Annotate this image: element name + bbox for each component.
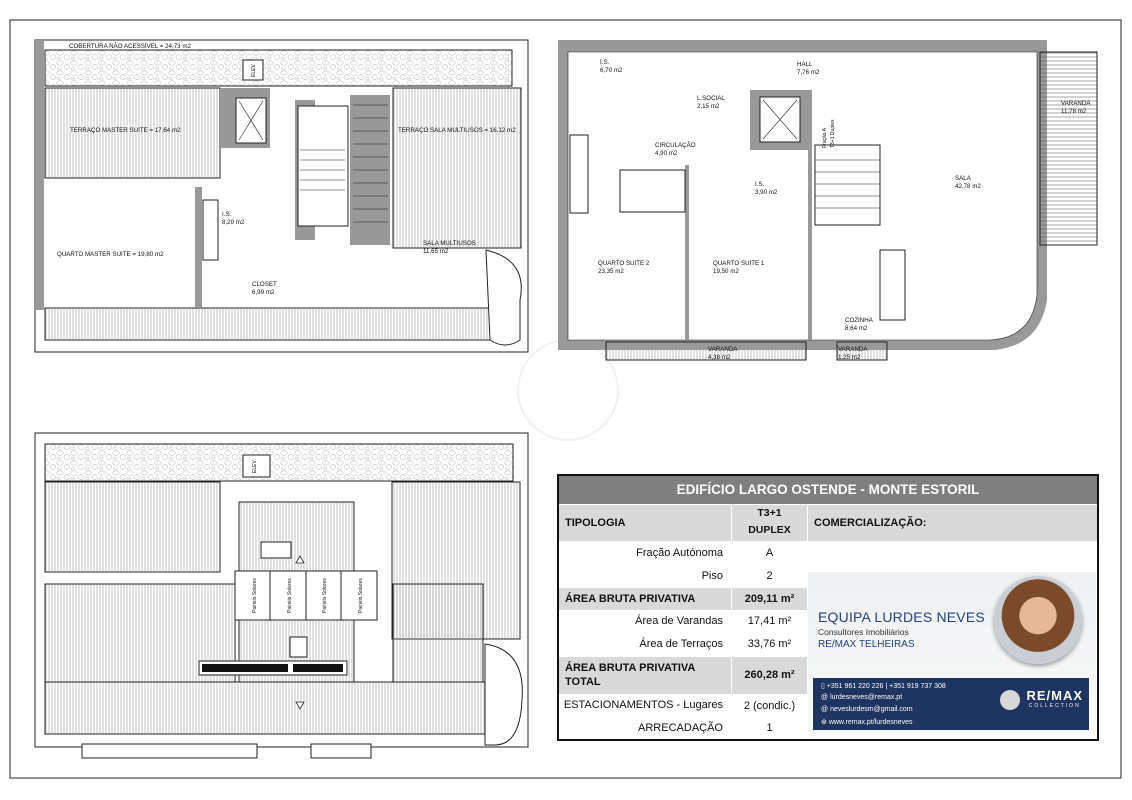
up-arrow-icon: [295, 555, 305, 564]
label-circulacao-name: CIRCULAÇÃO: [655, 142, 696, 149]
phone-numbers: +351 961 220 226 | +351 919 737 308: [826, 683, 946, 690]
solar-panels: Painéis Solares Painéis Solares Painéis …: [234, 570, 378, 621]
row-value: 2 (condic.): [743, 699, 796, 712]
row-value: 1: [766, 722, 773, 734]
row-label: Piso: [701, 569, 723, 582]
row-label: ARRECADAÇÃO: [638, 722, 723, 734]
row-label: Área de Terraços: [639, 637, 723, 650]
main-floor-plan: I.S. 6,70 m2 HALL 7,76 m2 L.SOCIAL 2,15 …: [558, 40, 1098, 361]
label-varanda2-area: 4,38 m2: [708, 354, 731, 361]
agent-subtitle: Consultores Imobiliários: [818, 627, 909, 637]
roof-plan: ELEV. Painéis Solares Painéis Solares Pa…: [34, 432, 529, 759]
website-link[interactable]: www.remax.pt/lurdesneves: [828, 719, 913, 726]
label-solar-panel: Painéis Solares: [287, 578, 293, 613]
label-sala-multiusos-name: SALA MULTIUSOS: [423, 240, 476, 247]
down-arrow-icon: [295, 701, 305, 710]
globe-icon: ⊕: [821, 719, 829, 726]
label-solar-panel: Painéis Solares: [322, 578, 328, 613]
contact-panel: ▯ +351 961 220 226 | +351 919 737 308 @ …: [813, 678, 1089, 730]
logo-title: RE/MAX: [1026, 688, 1083, 703]
label-terraco-sala: TERRAÇO SALA MULTIUSOS = 16,12 m2: [398, 127, 516, 134]
label-is2-area: 3,90 m2: [755, 189, 778, 196]
logo-subtitle: COLLECTION: [1028, 703, 1081, 709]
table-title: EDIFÍCIO LARGO OSTENDE - MONTE ESTORIL: [559, 476, 1097, 504]
agent-office: RE/MAX TELHEIRAS: [818, 639, 915, 650]
agent-business-card: EQUIPA LURDES NEVES Consultores Imobiliá…: [808, 572, 1096, 737]
label-q2-name: QUARTO SUITE 2: [598, 260, 650, 267]
tipologia-label: TIPOLOGIA: [559, 505, 731, 541]
row-value: 17,41 m²: [747, 615, 792, 627]
label-is-name: I.S.: [222, 211, 232, 218]
tipologia-value-2: DUPLEX: [748, 524, 791, 536]
email-2[interactable]: neveslurdesm@gmail.com: [830, 706, 913, 713]
label-varanda3-name: VARANDA: [838, 346, 868, 353]
label-elev-roof: ELEV.: [252, 459, 258, 473]
label-q2-area: 23,35 m2: [598, 268, 624, 275]
label-circulacao-area: 4,90 m2: [655, 150, 678, 157]
email-icon: @: [821, 694, 831, 701]
sheet-border: [9, 19, 1122, 779]
agent-team-name: EQUIPA LURDES NEVES: [818, 609, 985, 625]
label-closet-area: 6,99 m2: [252, 289, 275, 296]
label-varanda2-name: VARANDA: [708, 346, 738, 353]
label-cobertura: COBERTURA NÃO ACESSÍVEL = 24,73 m2: [69, 43, 191, 50]
label-solar-panel: Painéis Solares: [358, 578, 364, 613]
row-value: 33,76 m²: [747, 637, 792, 650]
label-solar-panel: Painéis Solares: [252, 578, 258, 613]
agent-photo: [994, 576, 1082, 664]
elevator-roof-box: [242, 59, 264, 81]
row-value: 209,11 m²: [732, 587, 807, 610]
row-value: 260,28 m²: [732, 656, 807, 694]
row-label: Área de Varandas: [635, 615, 723, 627]
label-varanda1-area: 11,78 m2: [1061, 108, 1087, 115]
label-lsocial-name: L.SOCIAL: [697, 95, 725, 102]
label-is1-name: I.S.: [600, 59, 610, 66]
label-sala-area: 42,78 m2: [955, 183, 981, 190]
remax-watermark: [517, 339, 619, 441]
label-is-area: 8,20 m2: [222, 219, 245, 226]
row-value: 2: [766, 569, 773, 582]
label-is1-area: 6,70 m2: [600, 67, 623, 74]
email-icon: @: [821, 706, 831, 713]
label-q1-area: 19,50 m2: [713, 268, 739, 275]
remax-collection-logo: RE/MAX COLLECTION: [1000, 688, 1083, 710]
label-cozinha-area: 8,64 m2: [845, 325, 868, 332]
upper-floor-plan: ELEV. COBERTURA NÃO ACESSÍVEL = 24,73 m2…: [34, 39, 529, 353]
label-varanda3-area: 1,25 m2: [838, 354, 861, 361]
label-elev-upper: ELEV.: [251, 63, 257, 77]
label-varanda1-name: VARANDA: [1061, 100, 1091, 107]
label-quarto-master: QUARTO MASTER SUITE = 19,80 m2: [57, 251, 164, 258]
label-closet-name: CLOSET: [252, 281, 277, 288]
row-label: ÁREA BRUTA PRIVATIVA: [559, 587, 731, 610]
email-1[interactable]: lurdesneves@remax.pt: [830, 694, 903, 701]
label-fracao-line2: T3+1 Duplex: [830, 119, 836, 148]
tipologia-value-1: T3+1: [757, 507, 782, 519]
balloon-icon: [1000, 690, 1021, 710]
label-sala-name: SALA: [955, 175, 972, 182]
phone-icon: ▯: [821, 683, 827, 690]
row-label: Fração Autónoma: [636, 547, 723, 559]
label-is2-name: I.S.: [755, 181, 765, 188]
row-label: ESTACIONAMENTOS - Lugares: [563, 699, 723, 711]
label-terraco-master: TERRAÇO MASTER SUITE = 17,64 m2: [70, 127, 181, 134]
row-value: A: [765, 547, 774, 559]
row-label: ÁREA BRUTA PRIVATIVA TOTAL: [559, 656, 731, 694]
label-fracao-line1: Fração A: [822, 127, 828, 148]
label-lsocial-area: 2,15 m2: [697, 103, 720, 110]
label-hall-area: 7,76 m2: [797, 69, 820, 76]
label-cozinha-name: COZINHA: [845, 317, 874, 324]
property-info-table: EDIFÍCIO LARGO OSTENDE - MONTE ESTORIL T…: [557, 474, 1099, 741]
label-sala-multiusos-area: 11,65 m2: [423, 248, 449, 255]
label-q1-name: QUARTO SUITE 1: [713, 260, 765, 267]
comercializacao-label: COMERCIALIZAÇÃO:: [808, 505, 1097, 541]
label-hall-name: HALL: [797, 61, 813, 68]
